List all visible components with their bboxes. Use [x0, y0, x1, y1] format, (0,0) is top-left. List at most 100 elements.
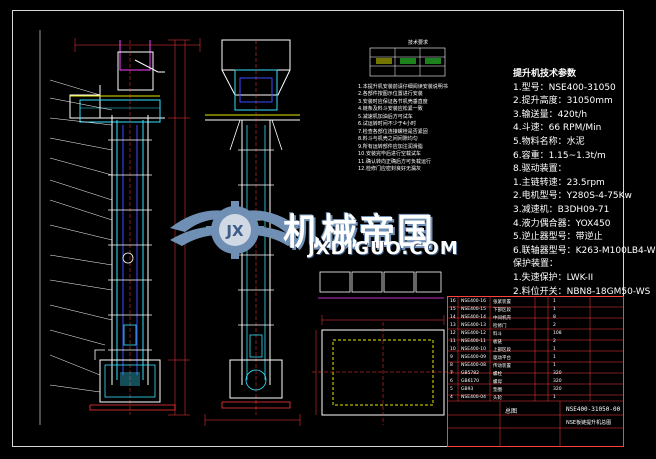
parts-table-cell: 4 — [450, 395, 453, 400]
parts-table-cell: 驱动平台 — [493, 356, 511, 361]
parts-table-cell: NSE400-04 — [461, 395, 487, 400]
parts-table-cell: 1 — [553, 355, 556, 360]
spec-item: 8.驱动装置： — [513, 164, 567, 175]
spec-item: 保护装置： — [513, 259, 559, 270]
notes-heading: 技术要求 — [408, 40, 429, 46]
spec-item: 6.容重：1.15~1.3t/m — [513, 150, 606, 161]
spec-item: 2.电机型号：Y280S-4-75Kw — [513, 191, 632, 202]
parts-table-cell: 5 — [450, 387, 453, 392]
notes-mini-table — [369, 47, 446, 77]
parts-table-cell: 1 — [553, 299, 556, 304]
parts-table-cell: 320 — [553, 379, 562, 384]
parts-table-cell: 320 — [553, 387, 562, 392]
parts-table-cell: 14 — [450, 315, 456, 320]
parts-table-cell: 板链 — [493, 340, 502, 345]
parts-table-cell: GB6170 — [461, 379, 480, 384]
parts-table-cell: NSE400-09 — [461, 355, 487, 360]
parts-table-cell: 6 — [450, 379, 453, 384]
parts-table-cell: 108 — [553, 331, 562, 336]
parts-table-cell: 2 — [553, 339, 556, 344]
spec-item: 2.提升高度：31050mm — [513, 96, 613, 107]
spec-item: 1.主链转速：23.5rpm — [513, 177, 605, 188]
spec-item: 3.减速机：B3DH09-71 — [513, 204, 610, 215]
parts-table-grid — [447, 296, 624, 447]
parts-table-cell: NSE400-13 — [461, 323, 487, 328]
svg-text:JX: JX — [225, 222, 244, 240]
parts-table-cell: NSE400-10 — [461, 347, 487, 352]
spec-item: 2.料位开关：NBN8-18GM50-WS — [513, 286, 651, 297]
watermark-url: JXDIGUO.COM — [308, 238, 459, 259]
parts-table-cell: GB93 — [461, 387, 474, 392]
parts-table-cell: 10 — [450, 347, 456, 352]
parts-table-cell: NSE400-12 — [461, 331, 487, 336]
cad-drawing-canvas: JX 技术要求 1.本提升机安装前请仔细阅读安装说明书 2.各部件按图示位置进行… — [12, 10, 656, 447]
note-line: 7.检查各部位连接螺栓是否紧固 — [358, 128, 428, 135]
parts-table-row: 9 NSE400-09 驱动平台 1 — [448, 353, 623, 364]
note-line: 4.链条及料斗安装应松紧一致 — [358, 106, 423, 112]
parts-table-cell: 15 — [450, 307, 456, 312]
watermark-logo: JX — [170, 201, 300, 259]
spec-item: 5.逆止器型号：带逆止 — [513, 232, 603, 243]
parts-table-cell: 检修门 — [493, 324, 507, 329]
parts-table-cell: NSE400-11 — [461, 339, 487, 344]
note-line: 1.本提升机安装前请仔细阅读安装说明书 — [358, 83, 448, 90]
watermark-title: 机械帝国 — [283, 212, 436, 253]
spec-item: 1.失速保护：LWK-II — [513, 272, 594, 283]
parts-table-cell: NSE400-14 — [461, 315, 487, 320]
spec-item: 3.输送量：420t/h — [513, 109, 588, 120]
parts-table-cell: 上部区段 — [493, 348, 511, 353]
parts-table-row: 10 NSE400-10 上部区段 1 — [448, 345, 623, 356]
parts-table-cell: NSE400-08 — [461, 363, 487, 368]
parts-table-row: 12 NSE400-12 料斗 108 — [448, 329, 623, 340]
parts-table-row: 11 NSE400-11 板链 2 — [448, 337, 623, 348]
title-block-name: 总图 — [505, 408, 518, 415]
plan-view — [312, 271, 454, 425]
parts-table-cell: 7 — [450, 371, 453, 376]
parts-table-cell: 11 — [450, 339, 456, 344]
note-line: 8.料斗与机壳之间间隙均匀 — [358, 136, 418, 142]
parts-table-cell: 1 — [553, 363, 556, 368]
parts-table-cell: 料斗 — [493, 332, 502, 337]
parts-table-cell: GB5782 — [461, 371, 480, 376]
parts-table-cell: 张紧装置 — [493, 300, 511, 305]
parts-table-row: 13 NSE400-13 检修门 2 — [448, 321, 623, 332]
parts-table-cell: 1 — [553, 347, 556, 352]
spec-item: 6.联轴器型号：K263-M100LB4-W — [513, 245, 656, 256]
parts-table-cell: 8 — [450, 363, 453, 368]
parts-table-cell: 320 — [553, 371, 562, 376]
parts-table-cell: 12 — [450, 331, 456, 336]
spec-item: 1.型号：NSE400-31050 — [513, 82, 616, 93]
parts-table-row: 16 NSE400-16 张紧装置 1 — [448, 297, 623, 308]
note-line: 9.所有运转部件应加注润滑脂 — [358, 143, 423, 150]
spec-list: 提升机技术参数 1.型号：NSE400-31050 2.提升高度：31050mm… — [513, 68, 656, 299]
note-line: 10.安装完毕后进行空载试车 — [358, 151, 421, 157]
front-elevation-view — [204, 39, 301, 426]
parts-table-row: 5 GB93 垫圈 320 — [448, 385, 623, 396]
spec-item: 4.液力偶合器：YOX450 — [513, 218, 611, 229]
note-line: 6.试运转时间不少于4小时 — [358, 121, 416, 127]
parts-table-cell: 9 — [450, 355, 453, 360]
note-line: 11.确认转向正确后方可负载运行 — [358, 158, 431, 165]
drawing-border — [12, 10, 624, 447]
parts-table-cell: 2 — [553, 323, 556, 328]
spec-item: 5.物料名称：水泥 — [513, 136, 585, 147]
elevator-drawing: JX — [39, 30, 624, 447]
spec-heading: 提升机技术参数 — [513, 69, 577, 79]
parts-table-row: 4 NSE400-04 头轮 1 — [448, 393, 623, 404]
title-block-subtitle: NSE板链提升机总图 — [566, 420, 612, 426]
parts-table-cell: NSE400-16 — [461, 299, 487, 304]
parts-table-cell: 头轮 — [493, 396, 502, 401]
parts-table-cell: 8 — [553, 315, 556, 320]
note-line: 5.减速机加油后方可试车 — [358, 113, 413, 120]
parts-table-cell: 16 — [450, 299, 456, 304]
parts-table-cell: 13 — [450, 323, 456, 328]
parts-table-cell: 垫圈 — [493, 388, 502, 393]
parts-table-cell: 1 — [553, 395, 556, 400]
side-elevation-view — [39, 30, 201, 425]
parts-table-cell: 下部区段 — [493, 308, 511, 313]
